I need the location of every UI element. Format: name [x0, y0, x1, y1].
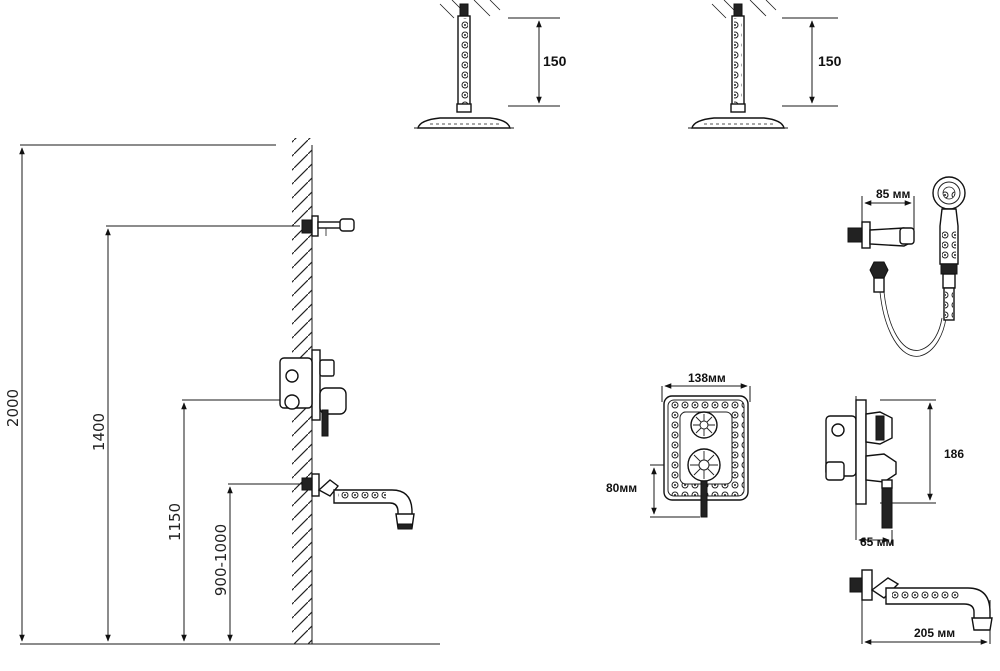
overhead-shower-1: 150: [414, 0, 567, 129]
bath-spout-detail: 205 мм: [849, 569, 993, 645]
dim-total-label: 2000: [4, 389, 22, 427]
wall-elevation: 2000 1400 1150 900-1000: [4, 138, 440, 645]
hand-shower-set: 85 мм: [847, 176, 966, 357]
mixer-front-view: 138мм 80мм: [606, 371, 751, 518]
spout-length-label: 205 мм: [914, 626, 955, 640]
mixer-height-label: 186: [944, 447, 964, 461]
wall-mixer: [279, 349, 347, 437]
overhead-shower-2: 150: [688, 0, 842, 129]
drop-label-1: 150: [543, 53, 567, 69]
wall-bath-spout: [301, 473, 415, 530]
dim-spout-label: 900-1000: [212, 524, 230, 596]
mixer-offset-label: 80мм: [606, 481, 637, 495]
mixer-width-label: 138мм: [688, 371, 726, 385]
holder-width-label: 85 мм: [876, 187, 911, 201]
dim-shower-arm-label: 1400: [90, 413, 108, 451]
mixer-depth-label: 65 мм: [860, 535, 895, 549]
dim-mixer-label: 1150: [166, 503, 184, 541]
mixer-side-view: 186 65 мм: [825, 396, 964, 549]
wall-shower-arm: [301, 215, 355, 237]
drop-label-2: 150: [818, 53, 842, 69]
